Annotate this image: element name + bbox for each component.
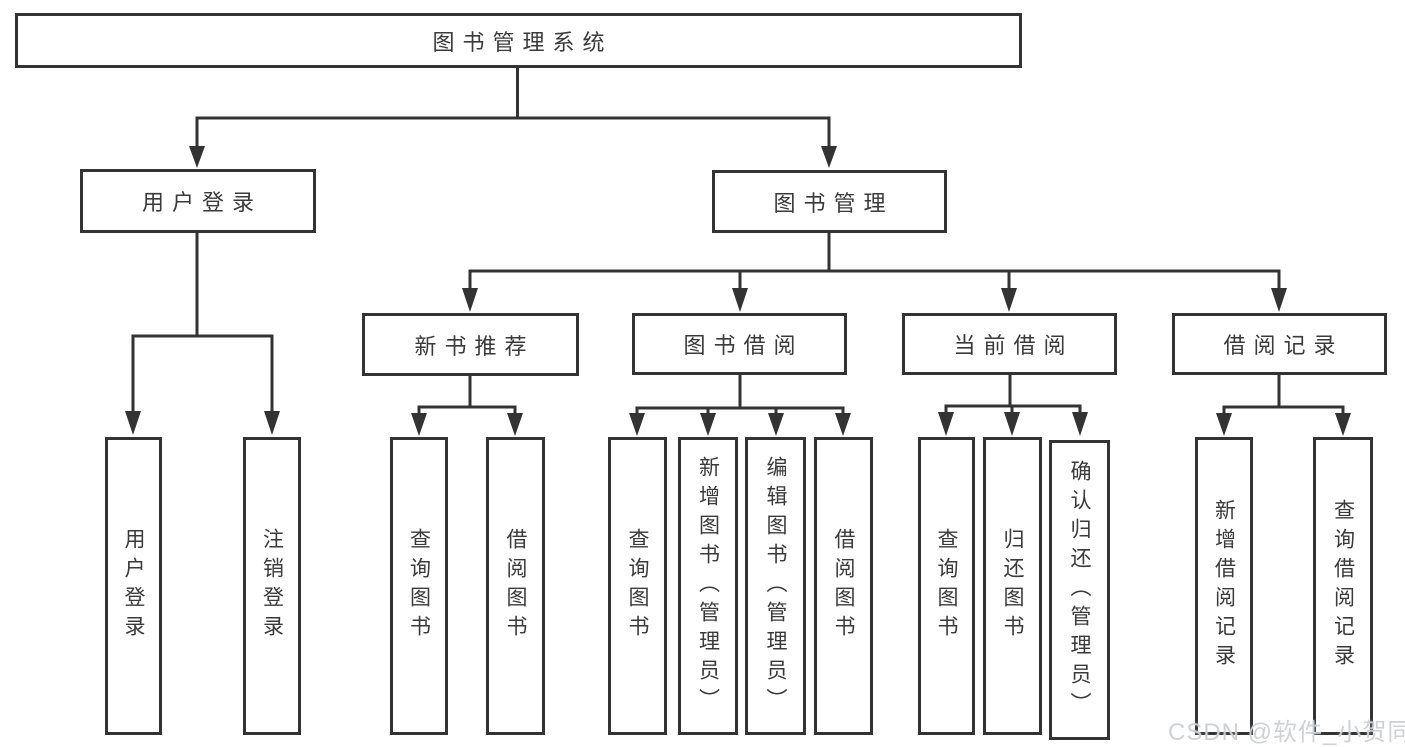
leaf-logout: 注销登录 — [243, 437, 301, 735]
leaf-query-books-borrow: 查询图书 — [608, 437, 667, 735]
leaf-label: 注销登录 — [260, 528, 284, 644]
leaf-label: 编辑图书（管理员） — [764, 455, 787, 717]
leaf-borrow-books: 借阅图书 — [814, 437, 873, 735]
arrowhead-icons — [125, 146, 1351, 436]
node-borrowing-records: 借阅记录 — [1172, 313, 1387, 375]
leaf-label: 确认归还（管理员） — [1068, 459, 1091, 721]
leaf-confirm-return-admin: 确认归还（管理员） — [1049, 440, 1110, 740]
leaf-return-books: 归还图书 — [983, 437, 1042, 735]
leaf-label: 归还图书 — [1001, 528, 1024, 644]
leaf-label: 查询图书 — [626, 528, 649, 644]
leaf-label: 查询图书 — [407, 528, 431, 644]
leaf-user-login: 用户登录 — [105, 437, 162, 735]
leaf-label: 新增借阅记录 — [1212, 499, 1236, 673]
leaf-query-books-recommend: 查询图书 — [390, 437, 448, 735]
leaf-query-books-current: 查询图书 — [918, 437, 975, 735]
leaf-borrow-books-recommend: 借阅图书 — [486, 437, 545, 735]
leaf-label: 借阅图书 — [504, 528, 527, 644]
csdn-watermark: CSDN @软件_小贺同学 — [1168, 719, 1405, 746]
leaf-label: 查询借阅记录 — [1331, 499, 1355, 673]
leaf-label: 新增图书（管理员） — [696, 455, 720, 717]
leaf-query-borrow-record: 查询借阅记录 — [1313, 437, 1373, 735]
node-current-borrowing: 当前借阅 — [902, 313, 1117, 375]
leaf-add-books-admin: 新增图书（管理员） — [678, 437, 738, 735]
node-book-borrowing: 图书借阅 — [632, 313, 847, 375]
node-user-login-branch: 用户登录 — [80, 169, 316, 233]
leaf-label: 用户登录 — [122, 528, 145, 644]
leaf-edit-books-admin: 编辑图书（管理员） — [745, 437, 806, 735]
node-book-management-branch: 图书管理 — [712, 170, 947, 233]
node-library-management-system: 图书管理系统 — [15, 13, 1022, 68]
leaf-add-borrow-record: 新增借阅记录 — [1195, 437, 1253, 735]
leaf-label: 借阅图书 — [832, 528, 855, 644]
node-new-book-recommendation: 新书推荐 — [362, 313, 579, 376]
leaf-label: 查询图书 — [935, 528, 958, 644]
